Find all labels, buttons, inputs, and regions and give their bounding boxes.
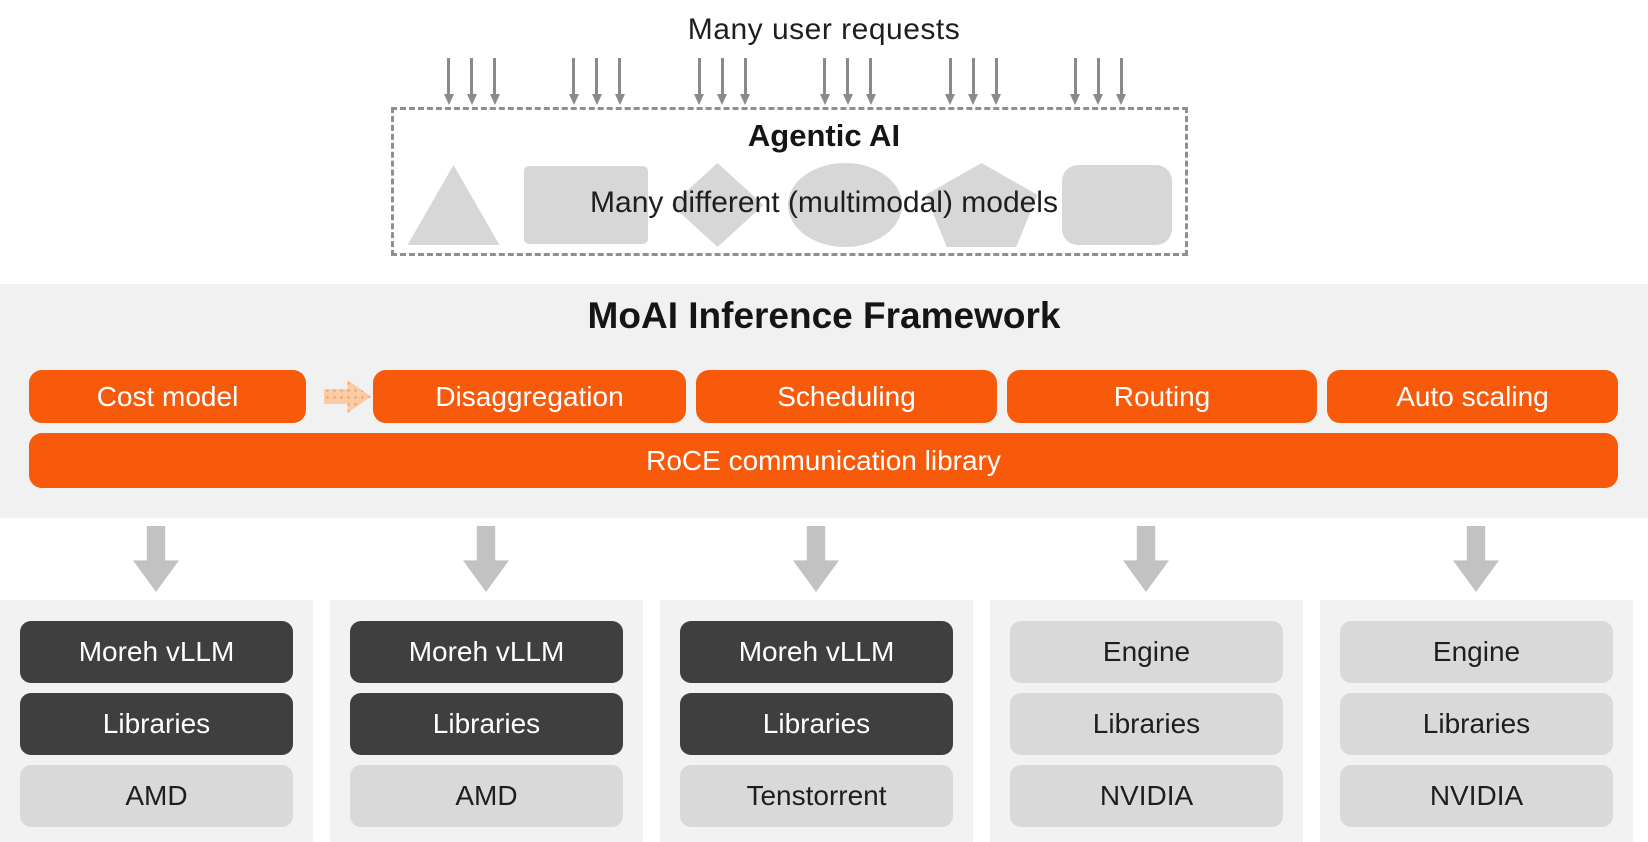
engine-box: Moreh vLLM [350, 621, 623, 683]
roce-library-bar: RoCE communication library [29, 433, 1618, 488]
hardware-box: NVIDIA [1340, 765, 1613, 827]
hardware-box: Tenstorrent [680, 765, 953, 827]
rounded-square-shape [1061, 165, 1172, 245]
model-shapes-row [391, 163, 1188, 247]
stack-nvidia-2: Engine Libraries NVIDIA [1320, 600, 1633, 842]
flow-arrow-icon [324, 380, 371, 413]
agentic-ai-box [391, 107, 1188, 256]
request-arrow-cluster [443, 58, 500, 105]
down-arrow-icon [842, 58, 853, 105]
engine-box: Engine [1010, 621, 1283, 683]
down-arrow-icon [489, 58, 500, 105]
stack-down-arrow-icon [1453, 526, 1499, 592]
down-arrow-icon [694, 58, 705, 105]
down-arrow-icon [1070, 58, 1081, 105]
pipeline-cost-model: Cost model [29, 370, 306, 423]
libraries-box: Libraries [350, 693, 623, 755]
libraries-box: Libraries [20, 693, 293, 755]
hardware-box: AMD [350, 765, 623, 827]
request-arrow-cluster [945, 58, 1002, 105]
stack-nvidia-1: Engine Libraries NVIDIA [990, 600, 1303, 842]
down-arrow-icon [968, 58, 979, 105]
down-arrow-icon [740, 58, 751, 105]
down-arrow-icon [717, 58, 728, 105]
stack-amd-2: Moreh vLLM Libraries AMD [330, 600, 643, 842]
engine-box: Engine [1340, 621, 1613, 683]
pipeline-scheduling: Scheduling [696, 370, 997, 423]
square-shape [523, 166, 648, 244]
stack-down-arrow-icon [793, 526, 839, 592]
down-arrow-icon [819, 58, 830, 105]
libraries-box: Libraries [680, 693, 953, 755]
stack-down-arrow-icon [1123, 526, 1169, 592]
agentic-ai-title: Agentic AI [747, 118, 901, 153]
request-arrow-cluster [694, 58, 751, 105]
down-arrow-icon [568, 58, 579, 105]
framework-title: MoAI Inference Framework [587, 295, 1061, 336]
engine-box: Moreh vLLM [680, 621, 953, 683]
stack-amd-1: Moreh vLLM Libraries AMD [0, 600, 313, 842]
request-arrow-cluster [819, 58, 876, 105]
down-arrow-icon [591, 58, 602, 105]
engine-box: Moreh vLLM [20, 621, 293, 683]
hardware-stacks: Moreh vLLM Libraries AMD Moreh vLLM Libr… [0, 600, 1633, 842]
down-arrow-icon [614, 58, 625, 105]
down-arrow-icon [443, 58, 454, 105]
framework-band: MoAI Inference Framework Cost model Disa… [0, 284, 1648, 518]
pipeline-disaggregation: Disaggregation [373, 370, 686, 423]
hardware-box: AMD [20, 765, 293, 827]
libraries-box: Libraries [1340, 693, 1613, 755]
down-arrow-icon [1116, 58, 1127, 105]
down-arrow-icon [466, 58, 477, 105]
pipeline-auto-scaling: Auto scaling [1327, 370, 1618, 423]
hardware-box: NVIDIA [1010, 765, 1283, 827]
stack-down-arrow-icon [133, 526, 179, 592]
request-arrow-cluster [1070, 58, 1127, 105]
libraries-box: Libraries [1010, 693, 1283, 755]
down-arrow-icon [1093, 58, 1104, 105]
user-requests-label: Many user requests [687, 13, 961, 46]
down-arrow-icon [991, 58, 1002, 105]
down-arrow-icon [945, 58, 956, 105]
stack-down-arrow-icon [463, 526, 509, 592]
request-arrows [443, 58, 1127, 105]
pipeline-routing: Routing [1007, 370, 1317, 423]
request-arrow-cluster [568, 58, 625, 105]
down-arrow-icon [865, 58, 876, 105]
stack-tenstorrent: Moreh vLLM Libraries Tenstorrent [660, 600, 973, 842]
agentic-ai-subtitle: Many different (multimodal) models [590, 186, 1058, 219]
ellipse-shape [787, 163, 902, 247]
